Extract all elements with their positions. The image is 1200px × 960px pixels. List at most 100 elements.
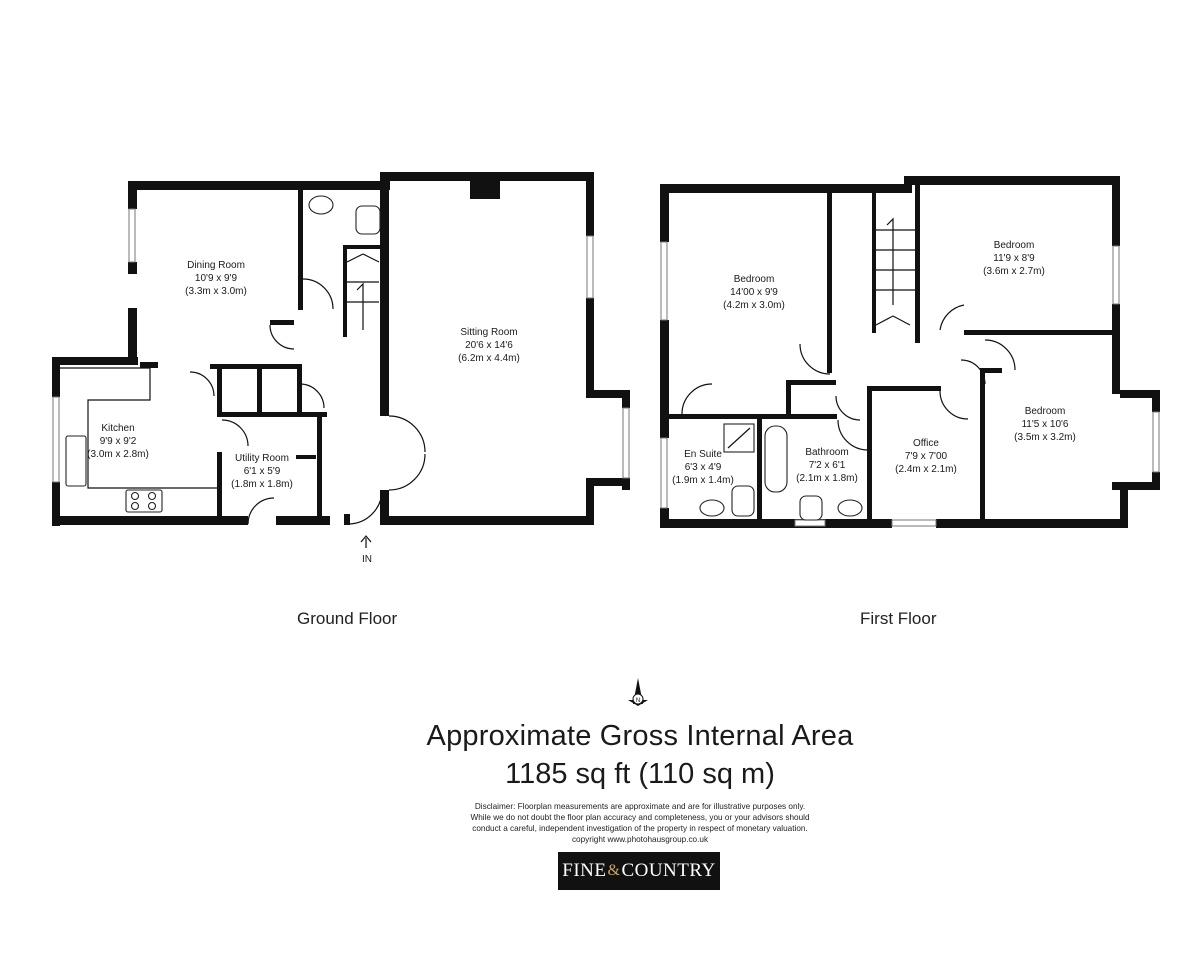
- room-metric: (3.5m x 3.2m): [1014, 432, 1076, 443]
- room-name: En Suite: [684, 449, 722, 460]
- door-swing: [269, 324, 295, 350]
- disclaimer: Disclaimer: Floorplan measurements are a…: [400, 801, 880, 845]
- window: [794, 519, 826, 527]
- door-swing: [939, 390, 969, 420]
- wall: [296, 455, 316, 459]
- wall: [343, 245, 383, 249]
- room-metric: (3.3m x 3.0m): [185, 286, 247, 297]
- door-swing: [837, 419, 869, 451]
- wall: [128, 262, 137, 274]
- wall: [980, 368, 985, 520]
- wall: [1120, 482, 1128, 528]
- wall: [1112, 482, 1160, 490]
- room-size: 9'9 x 9'2: [100, 436, 137, 447]
- door-swing: [388, 453, 426, 491]
- wall: [867, 386, 872, 520]
- wall: [827, 193, 832, 373]
- toilet-icon: [799, 495, 823, 521]
- wall: [586, 172, 594, 236]
- wall: [1112, 304, 1120, 394]
- basin-icon: [837, 499, 863, 517]
- hob-icon: [125, 489, 163, 513]
- wall: [128, 181, 390, 190]
- window: [891, 519, 937, 527]
- wall: [660, 320, 669, 438]
- bath-icon: [764, 425, 788, 493]
- wall: [872, 193, 876, 333]
- wall: [380, 490, 389, 525]
- wall: [317, 412, 322, 516]
- wall: [276, 516, 330, 525]
- ground-floor-label: Ground Floor: [297, 609, 398, 628]
- room-size: 14'00 x 9'9: [730, 287, 778, 298]
- area-title: Approximate Gross Internal Area: [426, 720, 854, 752]
- door-swing: [960, 359, 986, 385]
- wall: [660, 519, 892, 528]
- room-size: 7'9 x 7'00: [905, 451, 948, 462]
- wall: [660, 184, 912, 193]
- window: [128, 208, 136, 263]
- wall: [915, 185, 920, 343]
- first-floor-plan: Bedroom 14'00 x 9'9 (4.2m x 3.0m) Bedroo…: [660, 176, 1160, 528]
- room-name: Kitchen: [101, 423, 134, 434]
- room-size: 20'6 x 14'6: [465, 340, 513, 351]
- window: [1152, 411, 1160, 473]
- wall: [1120, 390, 1160, 398]
- stairs-arrow: [886, 217, 894, 305]
- copyright-line: copyright www.photohausgroup.co.uk: [571, 835, 709, 844]
- toilet-icon: [731, 485, 755, 517]
- wall: [660, 184, 669, 242]
- disclaimer-line: Disclaimer: Floorplan measurements are a…: [474, 802, 806, 811]
- basin-icon: [699, 499, 725, 517]
- room-size: 7'2 x 6'1: [809, 460, 846, 471]
- wall: [297, 364, 302, 414]
- room-metric: (2.1m x 1.8m): [796, 473, 858, 484]
- disclaimer-line: conduct a careful, independent investiga…: [472, 824, 808, 833]
- door-swing: [799, 343, 831, 375]
- wall: [1152, 390, 1160, 412]
- wall: [52, 516, 248, 525]
- wall: [904, 176, 1120, 185]
- wall: [660, 508, 669, 528]
- room-metric: (3.0m x 2.8m): [87, 449, 149, 460]
- door-swing: [302, 278, 334, 310]
- wall: [586, 298, 594, 398]
- wall: [217, 452, 222, 522]
- wall: [210, 364, 302, 369]
- wall: [343, 245, 347, 337]
- room-size: 6'1 x 5'9: [244, 466, 281, 477]
- window: [52, 396, 60, 483]
- room-name: Dining Room: [187, 260, 245, 271]
- window: [1112, 245, 1120, 305]
- entrance-label: IN: [362, 554, 372, 565]
- wall: [344, 514, 350, 525]
- chimney-breast: [470, 181, 500, 199]
- room-metric: (1.8m x 1.8m): [231, 479, 293, 490]
- wall: [1112, 176, 1120, 246]
- window: [622, 407, 630, 479]
- room-name: Office: [913, 438, 939, 449]
- wall: [594, 390, 622, 398]
- entrance-arrow-icon: [360, 535, 372, 548]
- room-metric: (4.2m x 3.0m): [723, 300, 785, 311]
- wall: [217, 412, 327, 417]
- door-swing: [835, 395, 861, 421]
- wall: [298, 186, 303, 310]
- wall: [217, 364, 222, 414]
- wall: [52, 357, 60, 397]
- wall: [757, 414, 762, 520]
- door-swing: [939, 304, 965, 331]
- wall: [936, 519, 1128, 528]
- wall: [52, 357, 138, 365]
- stairs-arrow: [356, 282, 364, 330]
- room-name: Sitting Room: [460, 327, 517, 338]
- window: [586, 235, 594, 299]
- room-size: 10'9 x 9'9: [195, 273, 238, 284]
- door-swing: [388, 415, 426, 453]
- door-swing: [221, 419, 249, 447]
- fine-country-logo: FINE & COUNTRY: [558, 852, 720, 890]
- room-name: Bedroom: [1025, 406, 1066, 417]
- wall: [622, 390, 630, 408]
- wall: [52, 482, 60, 526]
